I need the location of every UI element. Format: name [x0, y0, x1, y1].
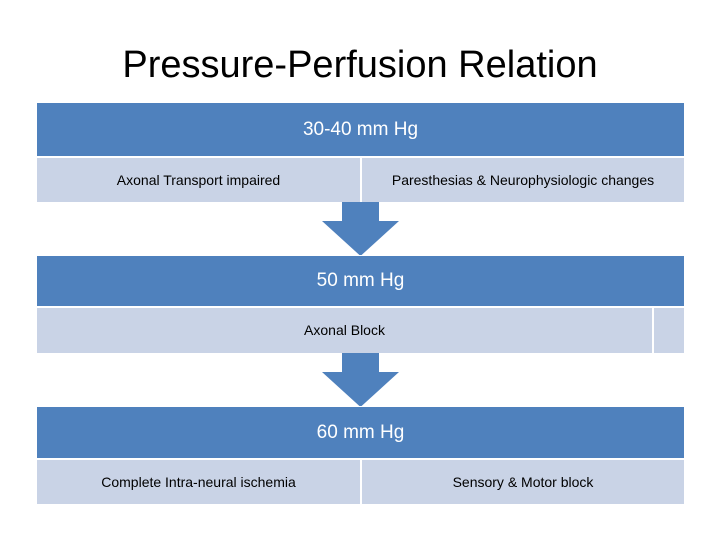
step-details: Complete Intra-neural ischemia Sensory &… — [36, 459, 685, 505]
pressure-step-2: 50 mm Hg Axonal Block — [36, 255, 685, 354]
step-detail-cell — [653, 307, 685, 354]
step-header: 60 mm Hg — [36, 406, 685, 459]
slide-title: Pressure-Perfusion Relation — [122, 44, 598, 86]
step-header: 50 mm Hg — [36, 255, 685, 307]
step-detail-cell: Axonal Transport impaired — [36, 157, 361, 203]
step-details: Axonal Transport impaired Paresthesias &… — [36, 157, 685, 203]
step-detail-cell: Paresthesias & Neurophysiologic changes — [361, 157, 685, 203]
step-details: Axonal Block — [36, 307, 685, 354]
down-arrow-icon — [322, 353, 399, 407]
step-detail-cell: Sensory & Motor block — [361, 459, 685, 505]
pressure-step-3: 60 mm Hg Complete Intra-neural ischemia … — [36, 406, 685, 505]
down-arrow-icon — [322, 202, 399, 256]
step-detail-cell: Axonal Block — [36, 307, 653, 354]
step-header: 30-40 mm Hg — [36, 102, 685, 157]
pressure-step-1: 30-40 mm Hg Axonal Transport impaired Pa… — [36, 102, 685, 203]
step-detail-cell: Complete Intra-neural ischemia — [36, 459, 361, 505]
